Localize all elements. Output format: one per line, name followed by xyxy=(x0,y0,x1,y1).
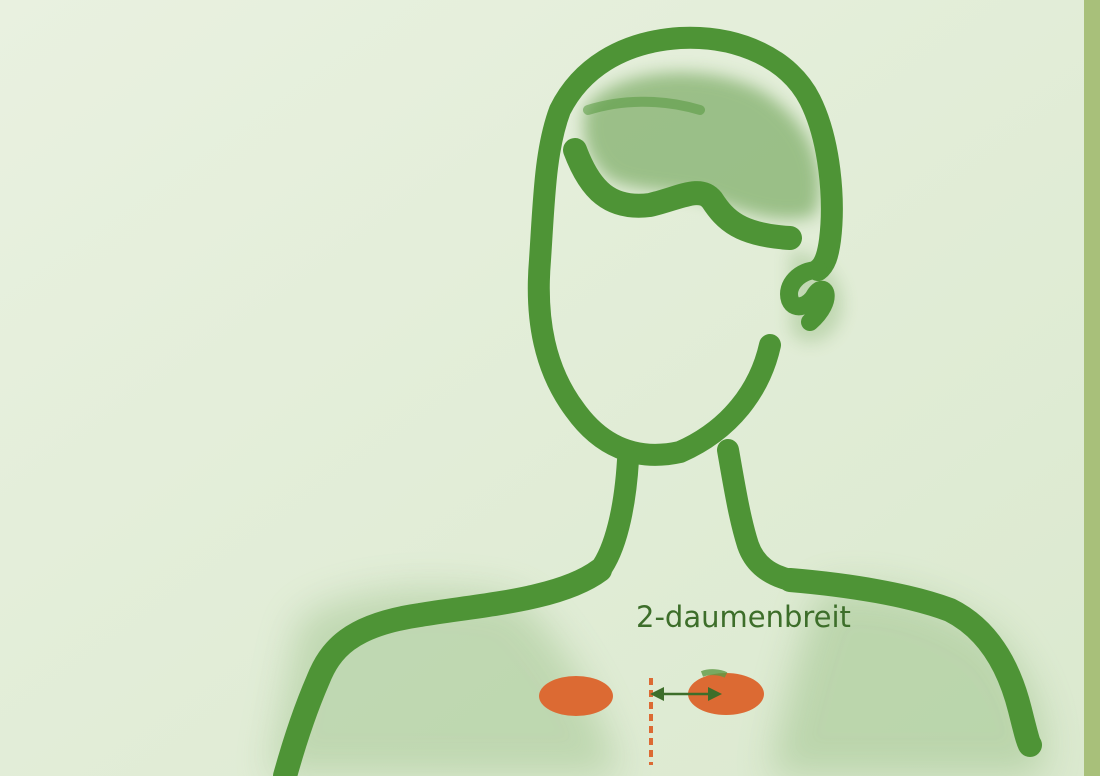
frame-border-right xyxy=(1084,0,1100,776)
distance-label: 2-daumenbreit xyxy=(636,600,851,634)
acupressure-point-left-icon xyxy=(539,676,613,716)
